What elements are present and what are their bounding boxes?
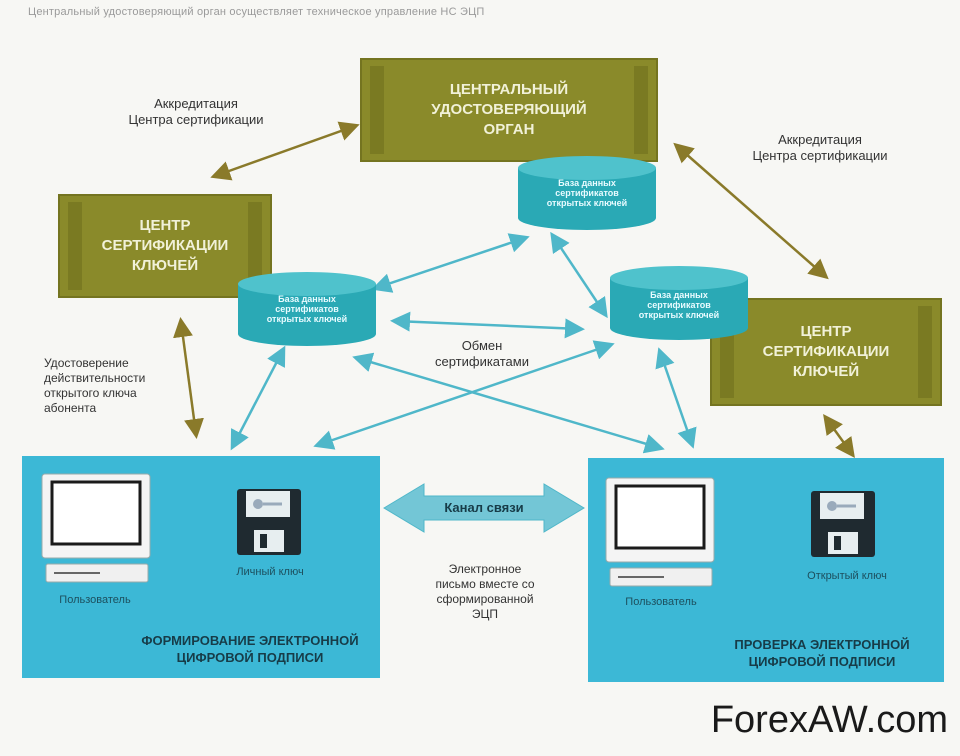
db-arrow-cross-a xyxy=(352,352,665,454)
message-line-4: ЭЦП xyxy=(471,607,499,621)
database-left-label: База данных сертификатов открытых ключей xyxy=(250,294,364,324)
db-top-line-3: открытых ключей xyxy=(546,198,628,208)
exchange-line-1: Обмен xyxy=(461,338,503,353)
center-left-line-1: ЦЕНТР xyxy=(139,217,191,234)
center-right-line-2: СЕРТИФИКАЦИИ xyxy=(762,343,890,360)
db-arrow-left-right xyxy=(390,311,585,339)
accreditation-right-note: Аккредитация Центра сертификации xyxy=(720,132,920,164)
public-key-label: Открытый ключ xyxy=(807,570,887,582)
verification-title-line-1: ПРОВЕРКА ЭЛЕКТРОННОЙ xyxy=(734,637,910,652)
validity-line-2: действительности xyxy=(44,371,146,385)
user-label-left: Пользователь xyxy=(59,594,131,606)
verification-title-line-2: ЦИФРОВОЙ ПОДПИСИ xyxy=(748,654,896,669)
accr-right-line-2: Центра сертификации xyxy=(752,148,888,163)
db-arrow-top-right xyxy=(550,231,608,319)
db-top-line-1: База данных xyxy=(558,178,616,188)
validity-note: Удостоверение действительности открытого… xyxy=(44,356,184,416)
db-right-line-2: сертификатов xyxy=(647,300,711,310)
certification-center-left: ЦЕНТР СЕРТИФИКАЦИИ КЛЮЧЕЙ xyxy=(58,194,272,298)
db-left-line-2: сертификатов xyxy=(275,304,339,314)
certification-center-right: ЦЕНТР СЕРТИФИКАЦИИ КЛЮЧЕЙ xyxy=(710,298,942,406)
center-left-line-2: СЕРТИФИКАЦИИ xyxy=(101,237,229,254)
database-top-label: База данных сертификатов открытых ключей xyxy=(530,178,644,208)
accreditation-arrow-right xyxy=(673,142,829,280)
private-key-label: Личный ключ xyxy=(236,566,304,578)
message-note: Электронное письмо вместе со сформирован… xyxy=(410,562,560,622)
db-arrow-left-down xyxy=(230,345,286,451)
message-line-3: сформированной xyxy=(436,592,534,606)
database-top xyxy=(518,156,656,230)
message-line-2: письмо вместе со xyxy=(435,577,535,591)
validity-line-1: Удостоверение xyxy=(44,356,129,370)
database-right xyxy=(610,266,748,340)
top-caption: Центральный удостоверяющий орган осущест… xyxy=(28,6,485,18)
validity-arrow-left xyxy=(173,317,204,439)
exchange-line-2: сертификатами xyxy=(434,354,529,369)
exchange-note: Обмен сертификатами xyxy=(412,338,552,370)
validity-line-3: открытого ключа xyxy=(44,386,137,400)
center-right-line-3: КЛЮЧЕЙ xyxy=(792,363,860,380)
validity-line-4: абонента xyxy=(44,401,97,415)
accr-left-line-1: Аккредитация xyxy=(154,96,238,111)
db-right-line-3: открытых ключей xyxy=(638,310,720,320)
verification-panel-title: ПРОВЕРКА ЭЛЕКТРОННОЙ ЦИФРОВОЙ ПОДПИСИ xyxy=(700,636,944,670)
computer-icon-left xyxy=(41,473,151,583)
db-arrow-cross-b xyxy=(313,340,615,450)
message-line-1: Электронное xyxy=(448,562,522,576)
db-top-line-2: сертификатов xyxy=(555,188,619,198)
floppy-icon-left xyxy=(237,489,301,555)
computer-icon-right xyxy=(605,477,715,587)
db-left-line-1: База данных xyxy=(278,294,336,304)
db-right-line-1: База данных xyxy=(650,290,708,300)
accreditation-left-note: Аккредитация Центра сертификации xyxy=(96,96,296,128)
center-right-line-1: ЦЕНТР xyxy=(800,323,852,340)
signing-title-line-1: ФОРМИРОВАНИЕ ЭЛЕКТРОННОЙ xyxy=(141,633,359,648)
center-left-line-3: КЛЮЧЕЙ xyxy=(131,257,199,274)
signing-panel-title: ФОРМИРОВАНИЕ ЭЛЕКТРОННОЙ ЦИФРОВОЙ ПОДПИС… xyxy=(120,632,380,666)
user-label-right: Пользователь xyxy=(625,596,697,608)
channel-label: Канал связи xyxy=(444,500,524,515)
db-arrow-left-top xyxy=(371,233,530,293)
accreditation-arrow-left xyxy=(210,121,360,181)
accr-right-line-1: Аккредитация xyxy=(778,132,862,147)
db-arrow-right-down xyxy=(655,347,697,449)
channel-arrow xyxy=(383,483,585,533)
central-authority-box: ЦЕНТРАЛЬНЫЙ УДОСТОВЕРЯЮЩИЙ ОРГАН xyxy=(360,58,658,162)
db-left-line-3: открытых ключей xyxy=(266,314,348,324)
database-left xyxy=(238,272,376,346)
central-authority-line-1: ЦЕНТРАЛЬНЫЙ xyxy=(449,81,569,98)
central-authority-line-3: ОРГАН xyxy=(483,121,535,138)
database-right-label: База данных сертификатов открытых ключей xyxy=(622,290,736,320)
validity-arrow-right xyxy=(823,413,855,459)
accr-left-line-2: Центра сертификации xyxy=(128,112,264,127)
watermark: ForexAW.com xyxy=(710,699,948,741)
central-authority-line-2: УДОСТОВЕРЯЮЩИЙ xyxy=(431,101,587,118)
floppy-icon-right xyxy=(811,491,875,557)
signing-title-line-2: ЦИФРОВОЙ ПОДПИСИ xyxy=(176,650,324,665)
